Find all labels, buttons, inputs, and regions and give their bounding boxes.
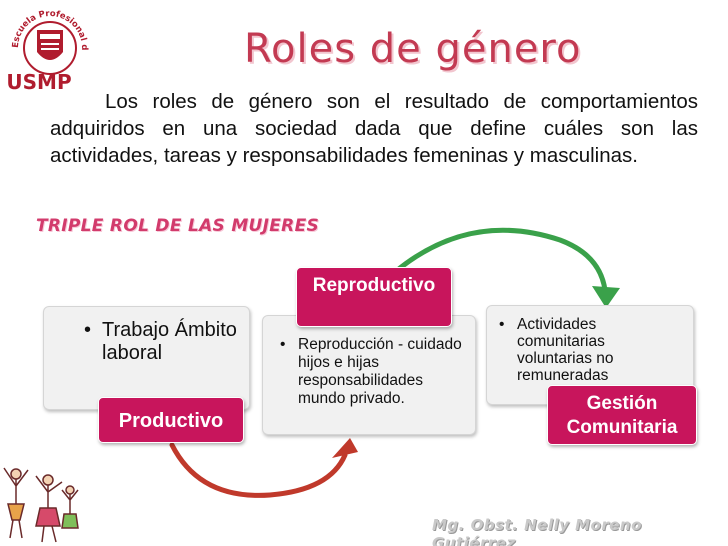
university-logo: Escuela Profesional de Obstetricia USMP xyxy=(0,0,96,106)
label-reproductivo: Reproductivo xyxy=(296,267,452,327)
bullet-gestion: Actividades comunitarias voluntarias no … xyxy=(499,316,679,384)
university-seal-icon: Escuela Profesional de Obstetricia xyxy=(0,0,89,75)
card-reproductivo: Reproducción - cuidado hijos e hijas res… xyxy=(262,315,476,435)
page-title: Roles de género xyxy=(244,26,582,72)
label-gestion: Gestión Comunitaria xyxy=(547,385,697,445)
intro-paragraph: Los roles de género son el resultado de … xyxy=(50,90,698,167)
logo-usmp-text: USMP xyxy=(6,70,72,94)
author-signature: Mg. Obst. Nelly Moreno Gutiérrez xyxy=(432,516,642,546)
label-productivo: Productivo xyxy=(98,397,244,443)
section-subtitle: Triple rol de las mujeres xyxy=(36,216,320,236)
bullet-reproductivo: Reproducción - cuidado hijos e hijas res… xyxy=(280,336,472,408)
bullet-productivo: Trabajo Ámbito laboral xyxy=(84,319,249,365)
dancing-women-icon xyxy=(3,467,79,543)
card-productivo: Trabajo Ámbito laboral xyxy=(43,306,250,410)
